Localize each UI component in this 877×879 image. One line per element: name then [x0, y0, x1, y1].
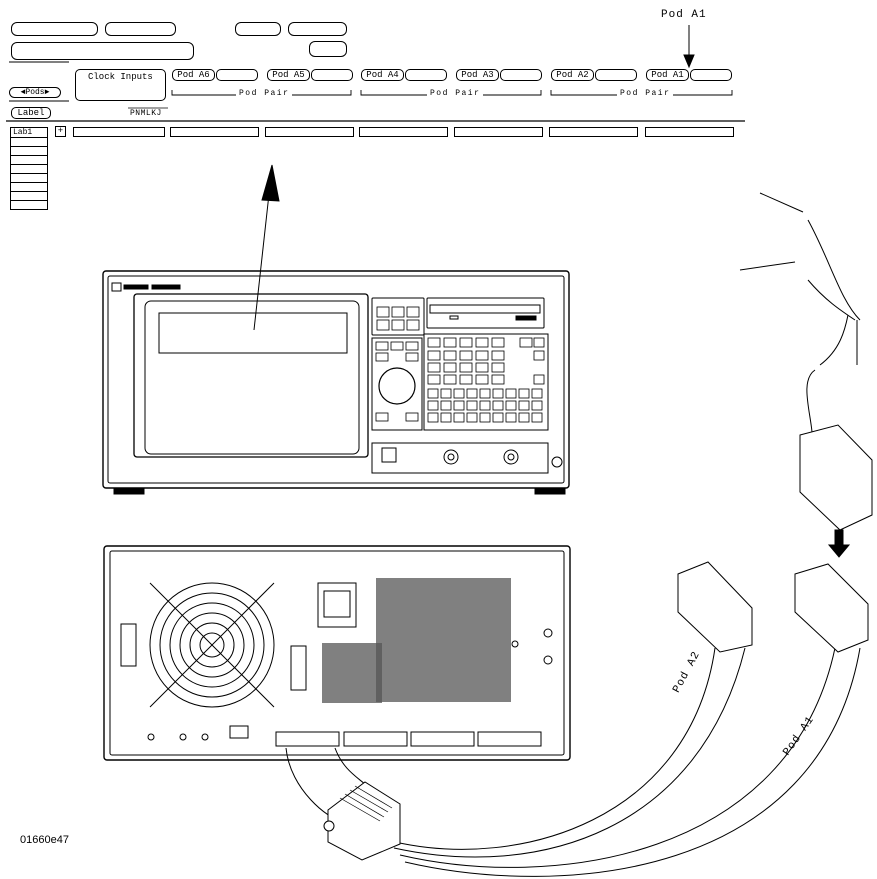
cables-and-connectors [286, 193, 872, 876]
hex-keypad [428, 338, 544, 422]
softkey-cluster [377, 307, 419, 330]
fan-grille [150, 583, 274, 707]
pod-a1-arrow [684, 25, 694, 67]
logic-analyzer-front-panel [103, 271, 569, 494]
pod-pair-brackets [172, 90, 732, 95]
screen-callout-arrow [254, 165, 279, 330]
logic-analyzer-rear-panel [104, 546, 570, 760]
